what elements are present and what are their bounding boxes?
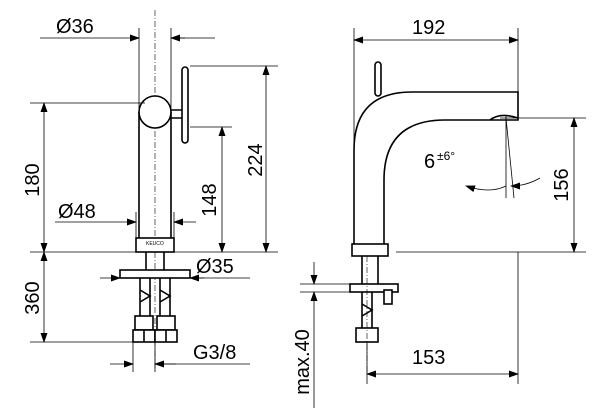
front-view: KEUCO Ø36 180 224 148: [22, 10, 278, 372]
brand-mark: KEUCO: [146, 241, 164, 247]
dim-height-total: 180: [22, 163, 44, 196]
dim-shank-reach: 153: [412, 347, 445, 369]
dim-height-body: 148: [199, 183, 221, 216]
hose-connectors: [132, 315, 178, 343]
dim-connection-thread: G3/8: [193, 342, 236, 364]
dim-spout-height: 156: [551, 168, 573, 201]
spout-body: [353, 91, 519, 248]
dim-hose-length: 360: [22, 281, 44, 314]
dim-tilt-angle: 6: [424, 151, 435, 173]
side-nut: [383, 289, 393, 305]
side-base-ring: [351, 243, 389, 257]
dim-tilt-tolerance: ±6°: [437, 149, 455, 163]
mounting-plate: [119, 269, 191, 279]
dim-diameter-shank: Ø35: [196, 256, 234, 278]
side-lever: [374, 61, 382, 97]
dim-height-lever: 224: [245, 143, 267, 176]
dim-diameter-base: Ø48: [58, 201, 96, 223]
side-view: 192 156 6 ±6° 153 max.40: [292, 17, 586, 408]
dim-diameter-top: Ø36: [56, 16, 94, 38]
dim-max-thickness: max.40: [292, 329, 314, 395]
side-mounting-plate: [349, 283, 399, 293]
lever-handle: [181, 66, 189, 144]
lever-hub: [138, 95, 172, 129]
dim-spout-reach: 192: [412, 17, 445, 39]
